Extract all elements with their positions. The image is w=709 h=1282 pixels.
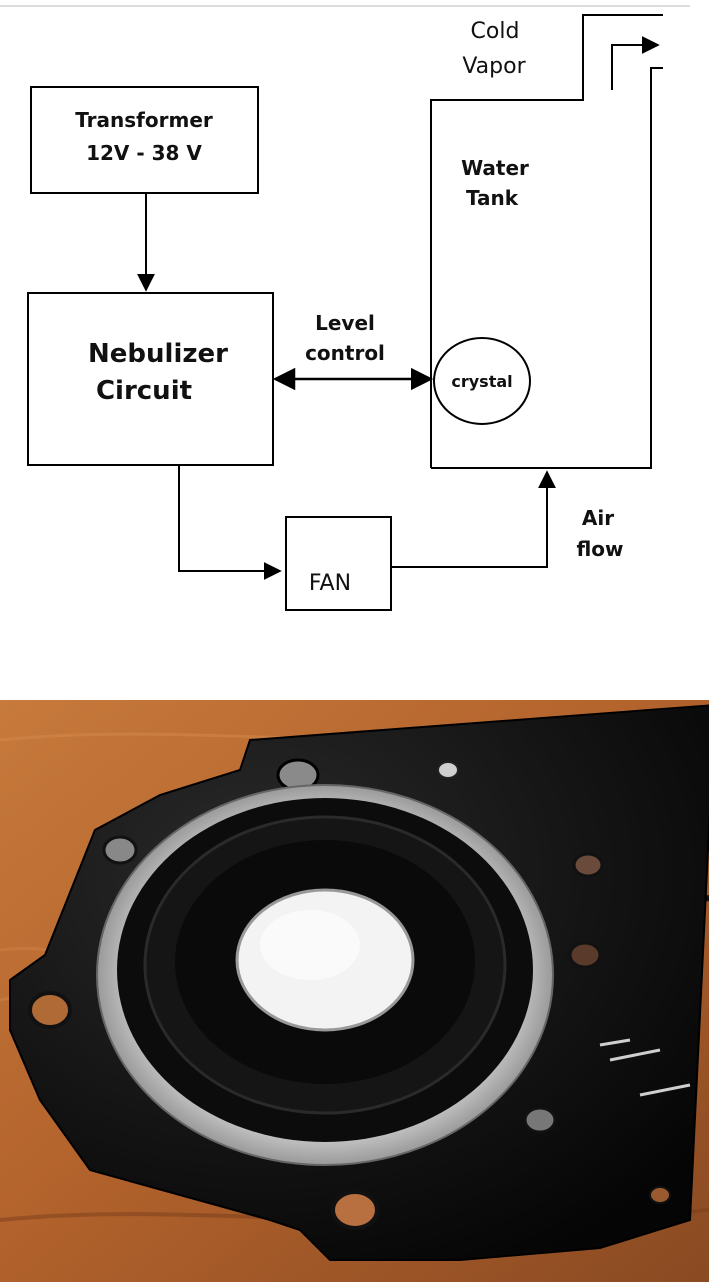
transformer-label-line1: Transformer [75, 108, 213, 132]
water-tank-outline [430, 14, 663, 468]
air-flow-label-line2: flow [576, 537, 623, 561]
piezo-disc-photo [0, 700, 709, 1282]
nebulizer-to-fan-arrow [178, 466, 282, 580]
air-flow-label-line1: Air [582, 506, 614, 530]
fan-label: FAN [309, 571, 351, 596]
cold-vapor-label-line1: Cold [471, 19, 520, 44]
vapor-outlet-arrow [611, 36, 660, 90]
fan-block: FAN [285, 516, 392, 611]
water-tank-label-line1: Water [461, 156, 529, 180]
air-flow-arrow [391, 470, 556, 568]
transformer-label-line2: 12V - 38 V [86, 141, 202, 165]
nebulizer-block-diagram: Transformer 12V - 38 V Nebulizer Circuit… [0, 5, 690, 611]
cold-vapor-label-line2: Vapor [462, 54, 526, 79]
level-control-label-line1: Level [315, 311, 375, 335]
nebulizer-label-line2: Circuit [96, 376, 192, 406]
transformer-block: Transformer 12V - 38 V [30, 86, 259, 194]
water-tank-right-wall [431, 67, 663, 469]
water-tank-label-line2: Tank [466, 186, 519, 210]
level-control-label-line2: control [305, 341, 385, 365]
nebulizer-label-line1: Nebulizer [88, 339, 228, 369]
crystal-label: crystal [451, 372, 512, 391]
crystal-element: crystal [433, 337, 531, 425]
nebulizer-circuit-block: Nebulizer Circuit [27, 292, 274, 466]
